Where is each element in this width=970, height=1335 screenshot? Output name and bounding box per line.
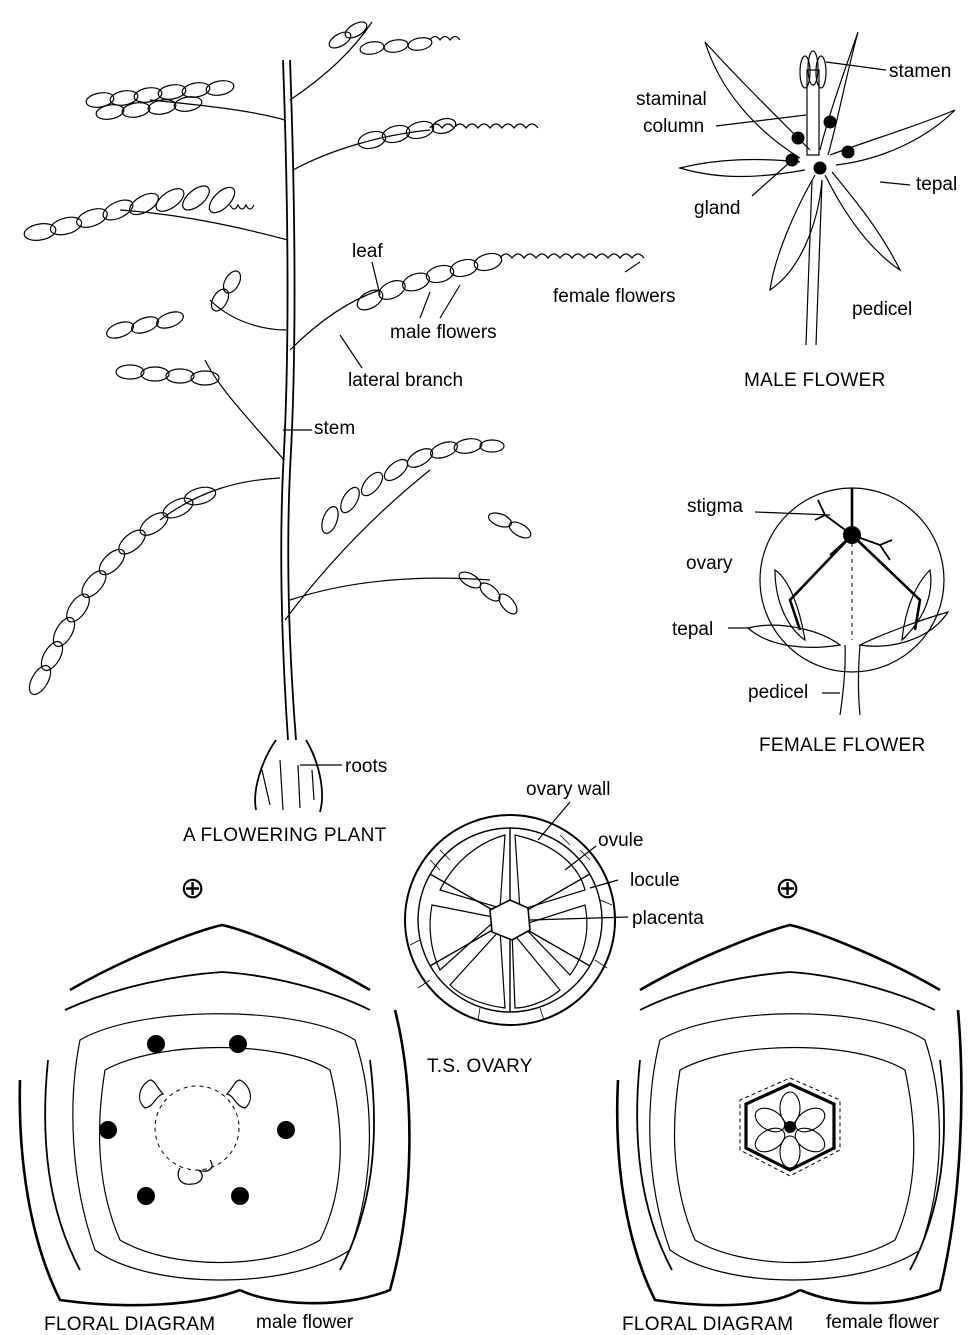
subcaption-male-flower: male flower [256, 1312, 354, 1333]
branch-top [290, 22, 372, 100]
vestigial-ovary [155, 1086, 239, 1170]
column-leader [716, 115, 806, 126]
gland-dot [792, 132, 805, 145]
mid-tepal-right [910, 1060, 944, 1270]
label-ovary: ovary [686, 553, 733, 574]
stigma-leader [755, 512, 830, 515]
label-lateral-branch: lateral branch [348, 370, 463, 391]
anther [140, 1080, 163, 1108]
label-stamen: stamen [889, 61, 951, 82]
tepal-lower-right [825, 172, 900, 270]
gland-dot [277, 1121, 295, 1139]
label-column: column [643, 116, 704, 137]
caption-ts-ovary: T.S. OVARY [427, 1056, 533, 1077]
placenta-drawing [490, 900, 530, 940]
female-tepal-2 [902, 570, 931, 640]
female-pedicel-drawing [840, 645, 860, 715]
gland-dot [231, 1187, 249, 1205]
label-tepal-female: tepal [672, 619, 713, 640]
female-flowers-leader [625, 262, 640, 272]
floral-diagram-male: ⊕ FLORAL DIAGRAM male flower [20, 871, 410, 1335]
label-stigma: stigma [687, 496, 743, 517]
inner-whorl [73, 1014, 370, 1280]
anther [227, 1080, 250, 1108]
anther [178, 1160, 212, 1184]
ovary-ribs [790, 535, 920, 630]
branch-right-lowest [290, 578, 490, 600]
label-pedicel-male: pedicel [852, 299, 912, 320]
male-flower-labels: stamen staminal column tepal gland pedic… [636, 61, 957, 391]
branch-mid-left [120, 210, 288, 240]
flower-curls-top [430, 37, 460, 41]
branch-upper-left [150, 100, 285, 120]
label-placenta: placenta [632, 908, 704, 929]
label-female-flowers: female flowers [553, 286, 676, 307]
male-flowers-leader-1 [420, 292, 430, 318]
caption-male-flower: MALE FLOWER [744, 370, 886, 391]
stamen-leader [826, 62, 886, 70]
female-flower-drawing [748, 488, 948, 715]
branch-right-low [285, 470, 430, 620]
gland-dot [147, 1035, 165, 1053]
label-ovary-wall: ovary wall [526, 779, 610, 800]
label-stem: stem [314, 418, 355, 439]
ts-ovary-drawing [405, 815, 615, 1025]
main-stem-outline [288, 60, 296, 740]
gland-leader [752, 162, 790, 196]
flowering-plant-drawing [23, 19, 644, 812]
gland-dot [99, 1121, 117, 1139]
actinomorphic-symbol-male: ⊕ [180, 871, 205, 906]
label-gland: gland [694, 198, 741, 219]
inner-whorl [650, 1014, 940, 1280]
label-pedicel-female: pedicel [748, 682, 808, 703]
label-roots: roots [345, 756, 387, 777]
outer-tepal-top [70, 925, 370, 990]
caption-floral-diagram-female: FLORAL DIAGRAM [622, 1314, 793, 1335]
flower-curls-lateral [500, 254, 644, 258]
mid-tepal-right [340, 1060, 374, 1270]
tepal-lower-left [770, 175, 822, 290]
gland-dot [814, 162, 827, 175]
male-flowers-leader-2 [440, 285, 460, 318]
gland-dot [137, 1187, 155, 1205]
actinomorphic-symbol-female: ⊕ [775, 871, 800, 906]
floral-diagram-female: ⊕ FLORAL DIAGRAM female flower [617, 871, 961, 1335]
main-stem [281, 60, 288, 740]
label-tepal-male: tepal [916, 174, 957, 195]
placenta-center [784, 1121, 796, 1133]
label-locule: locule [630, 870, 680, 891]
flower-curls-left [230, 205, 254, 209]
caption-female-flower: FEMALE FLOWER [759, 735, 925, 756]
innermost-whorl [675, 1048, 914, 1263]
caption-floral-diagram-male: FLORAL DIAGRAM [44, 1314, 215, 1335]
innermost-whorl [100, 1048, 341, 1263]
caption-flowering-plant: A FLOWERING PLANT [183, 825, 387, 846]
mid-tepal-left [45, 1060, 80, 1270]
female-tepal-3 [748, 625, 840, 647]
mid-tepal-left [637, 1060, 672, 1270]
gland-dot [229, 1035, 247, 1053]
mid-tepal-top [65, 972, 370, 1010]
lateral-branch-drawing [290, 290, 380, 350]
tepal-leader-male [880, 182, 910, 185]
label-male-flowers: male flowers [390, 322, 497, 343]
outer-tepal-top [640, 925, 940, 990]
tepal-upper-right [820, 32, 858, 155]
label-leaf: leaf [352, 241, 383, 262]
gland-dot [824, 116, 837, 129]
plant-labels: leaf female flowers male flowers lateral… [183, 241, 676, 846]
label-staminal: staminal [636, 89, 707, 110]
root-hatching [262, 760, 314, 810]
label-ovule: ovule [598, 830, 643, 851]
gland-dot [842, 146, 855, 159]
flower-curls-upper [430, 124, 538, 128]
mid-tepal-top [640, 972, 935, 1010]
lateral-branch-leader [340, 335, 362, 368]
branch-left-2 [210, 300, 286, 330]
male-pedicel-drawing [806, 180, 822, 345]
subcaption-female-flower: female flower [826, 1312, 940, 1333]
outer-tepal-right [800, 1010, 961, 1303]
female-tepal-4 [860, 612, 948, 646]
